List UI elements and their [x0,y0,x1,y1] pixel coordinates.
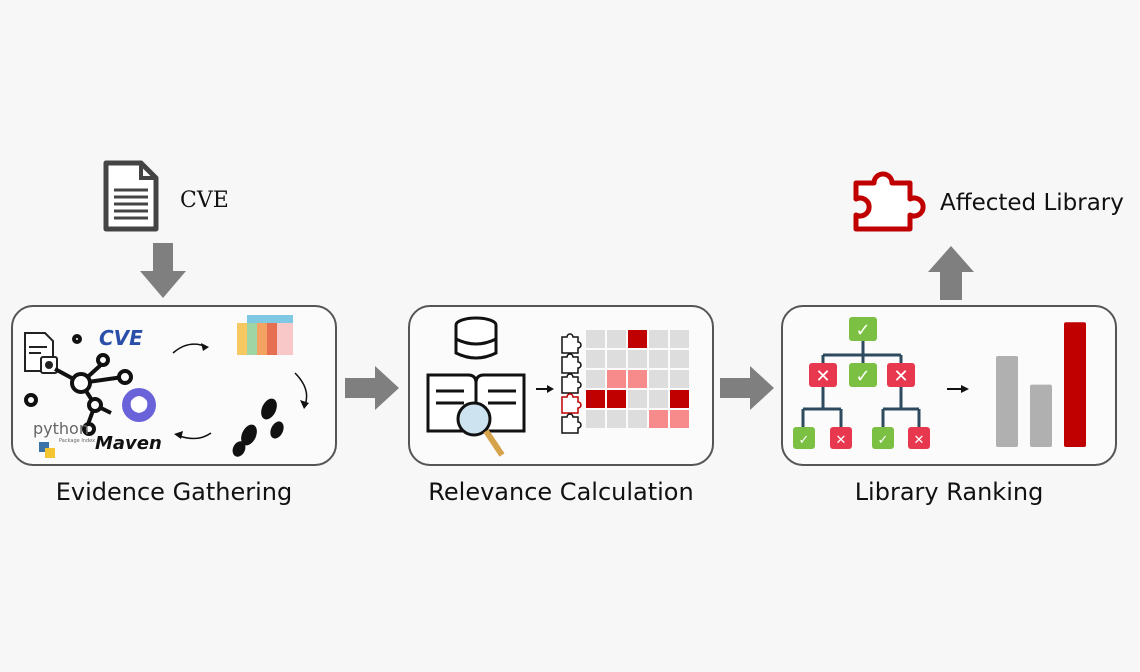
matrix-cell [607,330,626,348]
python-logo: python [33,419,89,438]
book-magnifier-icon [426,373,526,457]
matrix-cell [649,410,668,428]
database-icon [454,316,498,360]
svg-text:✕: ✕ [836,433,847,448]
puzzle-marker [561,413,582,434]
matrix-cell [649,350,668,368]
cve-logo: CVE [99,326,143,350]
pypi-sub: Package Index [59,438,95,444]
matrix-cell [628,330,647,348]
puzzle-marker [561,353,582,374]
matrix-cell [628,390,647,408]
network-icon [24,334,133,436]
puzzle-marker [561,373,582,394]
puzzle-marker [561,333,582,354]
right-arrow-1 [345,366,399,410]
relevance-matrix [561,330,689,434]
matrix-cell [607,410,626,428]
ranking-bar [1064,322,1086,447]
matrix-cell [670,330,689,348]
relevance-icons [426,316,554,457]
matrix-cell [628,350,647,368]
svg-text:✕: ✕ [914,433,925,448]
evidence-gathering-icons: CVE python Package Index Maven [24,315,309,458]
svg-text:✕: ✕ [815,366,830,387]
matrix-cell [628,370,647,388]
matrix-cell [607,370,626,388]
cve-label: CVE [180,188,229,213]
matrix-cell [649,370,668,388]
matrix-cell [586,410,605,428]
matrix-cell [628,410,647,428]
matrix-cell [670,410,689,428]
stage-label-relevance: Relevance Calculation [428,478,694,506]
svg-text:✓: ✓ [799,433,810,448]
matrix-cell [607,350,626,368]
down-arrow [140,243,186,298]
stage-label-ranking: Library Ranking [854,478,1044,506]
matrix-cell [670,350,689,368]
data-table-icon [237,315,293,355]
ranking-bar [1030,384,1052,447]
up-arrow [928,246,974,300]
affected-library-label: Affected Library [940,190,1124,216]
matrix-cell [649,390,668,408]
svg-text:✕: ✕ [893,366,908,387]
maven-logo: Maven [95,433,162,454]
svg-text:✓: ✓ [878,433,889,448]
matrix-cell [586,370,605,388]
svg-text:✓: ✓ [855,320,870,341]
decision-tree-icon: ✓ ✕ ✓ ✕ ✓ ✕ ✓ ✕ [793,317,969,449]
right-arrow-2 [720,366,774,410]
matrix-cell [586,390,605,408]
matrix-cell [586,330,605,348]
matrix-cell [607,390,626,408]
ranking-bar [996,356,1018,447]
matrix-cell [586,350,605,368]
matrix-cell [670,390,689,408]
bug-report-icon [24,332,58,374]
puzzle-piece-icon [853,171,926,232]
svg-text:✓: ✓ [855,366,870,387]
stage-label-evidence: Evidence Gathering [55,478,293,506]
matrix-cell [670,370,689,388]
document-icon [103,160,159,232]
footprints-icon [232,398,284,457]
puzzle-marker [561,393,582,414]
ranking-bars [996,322,1086,447]
matrix-cell [649,330,668,348]
